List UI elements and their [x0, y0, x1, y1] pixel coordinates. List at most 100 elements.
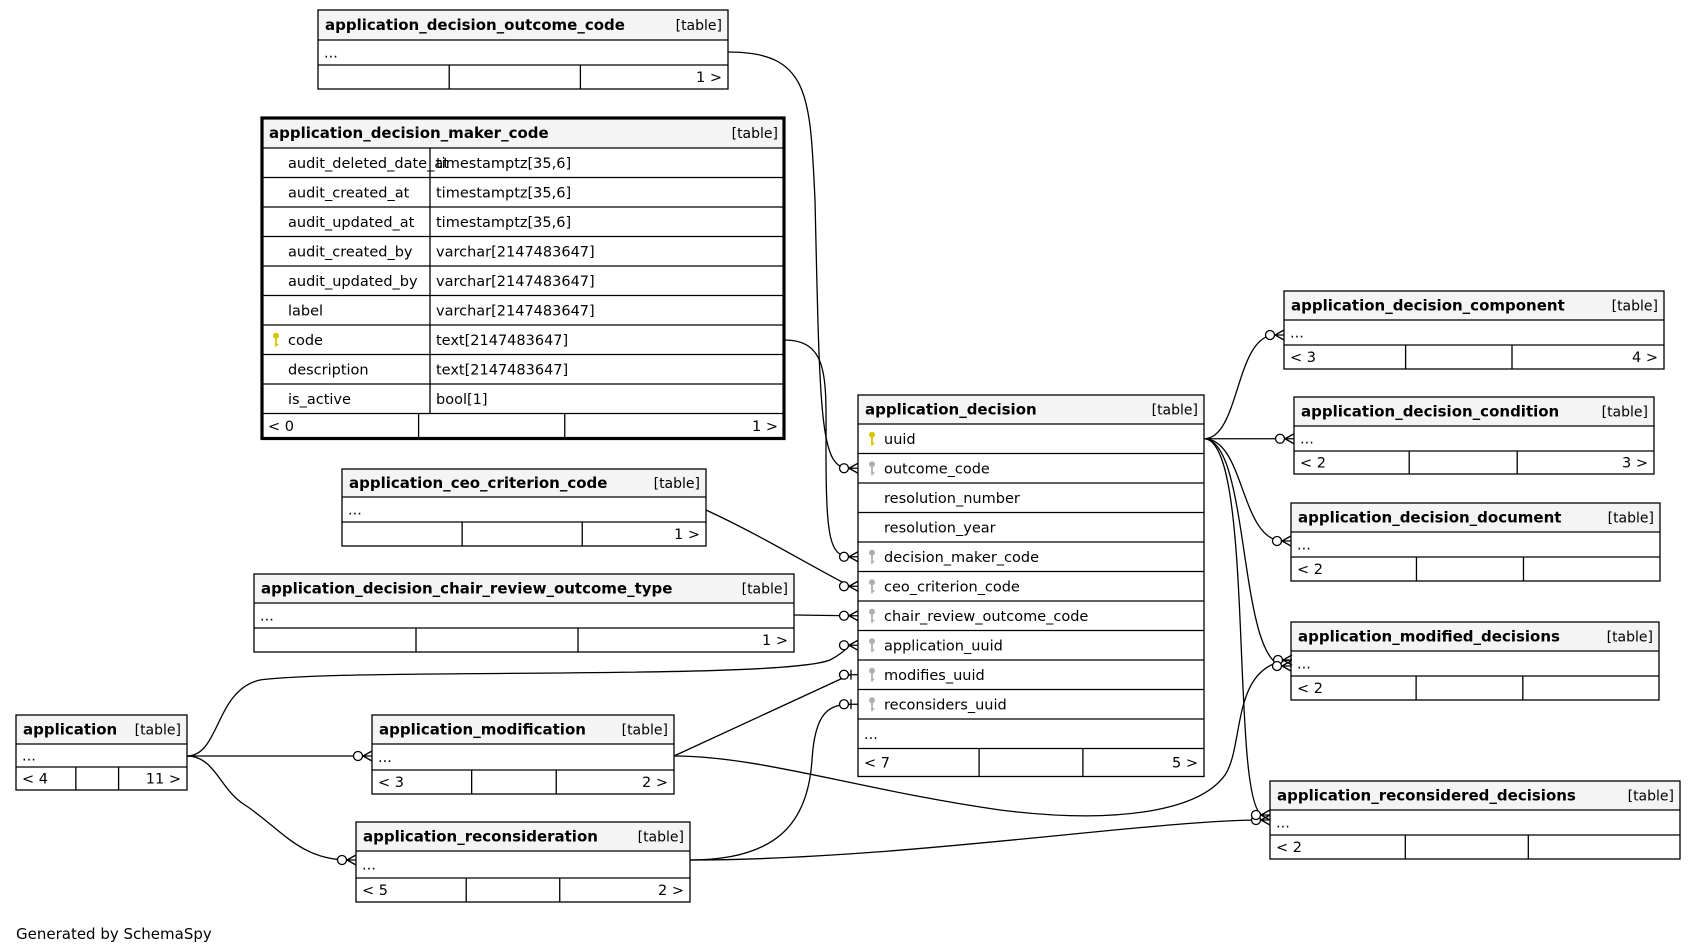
link-reconsiders-uuid [689, 703, 851, 861]
collapsed-columns: ... [1297, 657, 1311, 673]
table-component[interactable]: application_decision_component [table]...… [1283, 290, 1665, 370]
collapsed-columns: ... [324, 46, 338, 62]
link-outcome-code [727, 51, 851, 469]
column-name: resolution_year [884, 520, 996, 536]
link-uuid-reconsidered [1203, 438, 1263, 816]
marker-modifies-uuid [838, 669, 858, 680]
column-application_uuid: application_uuid [869, 638, 1003, 654]
child-count: 1 > [696, 70, 722, 86]
generated-by-note: Generated by SchemaSpy [16, 925, 212, 943]
table-type-tag: [table] [1628, 789, 1674, 805]
table-name: application_reconsidered_decisions [1277, 787, 1576, 805]
child-count: 1 > [762, 633, 788, 649]
column-name: ... [378, 750, 392, 766]
table-header [342, 469, 706, 497]
column-name: uuid [884, 432, 916, 448]
table-header [1284, 291, 1664, 320]
table-modified[interactable]: application_modified_decisions[table]...… [1290, 621, 1660, 701]
marker-app-reconsideration [336, 854, 357, 866]
child-count: 3 > [1622, 456, 1648, 472]
column-name: ... [348, 503, 362, 519]
table-border [371, 714, 675, 795]
column-name: audit_created_at [288, 185, 410, 201]
column-resolution_year: resolution_year [884, 520, 996, 536]
column-name: ... [1276, 816, 1290, 832]
table-ceo[interactable]: application_ceo_criterion_code[table]...… [341, 468, 707, 547]
table-name: application_decision_document [1298, 509, 1561, 527]
table-reconsideration[interactable]: application_reconsideration[table]...< 5… [355, 821, 691, 903]
link-app-reconsideration [186, 755, 349, 861]
marker-application-uuid [838, 639, 859, 651]
marker-uuid-modified [1271, 660, 1292, 672]
marker-uuid-document [1271, 535, 1292, 547]
table-border [1290, 502, 1661, 582]
table-chair[interactable]: application_decision_chair_review_outcom… [253, 573, 795, 653]
tables-layer: application_decision_outcome_code [table]… [15, 9, 1681, 903]
link-modifies-uuid [673, 674, 851, 757]
foreign-key-icon [869, 697, 875, 712]
column-name: code [288, 333, 323, 349]
column-name: ... [1290, 326, 1304, 342]
collapsed-columns: ... [1297, 538, 1311, 554]
parent-count: < 5 [362, 883, 388, 899]
link-reconsideration-reconsidered [689, 819, 1263, 861]
column-name: audit_created_by [288, 244, 413, 260]
link-uuid-modified [1203, 438, 1284, 667]
marker-chair-code [838, 610, 859, 622]
cardinality-markers [336, 329, 1295, 866]
table-header [318, 10, 728, 40]
parent-count: < 2 [1297, 681, 1323, 697]
child-count: 1 > [674, 527, 700, 543]
table-type-tag: [table] [135, 723, 181, 739]
table-decision[interactable]: application_decision[table]uuidoutcome_c… [857, 394, 1205, 778]
table-header [372, 715, 674, 744]
column-name: outcome_code [884, 461, 990, 477]
table-header [858, 395, 1204, 424]
table-name: application_decision_outcome_code [325, 16, 625, 34]
table-document[interactable]: application_decision_document[table]...<… [1290, 502, 1661, 582]
column-name: ... [1300, 432, 1314, 448]
foreign-key-icon [869, 461, 875, 476]
column-name: ... [1297, 657, 1311, 673]
table-outcome_code[interactable]: application_decision_outcome_code[table]… [317, 9, 729, 90]
table-border [1293, 396, 1655, 475]
table-border [253, 573, 795, 653]
collapsed-columns: ... [1276, 816, 1290, 832]
marker-uuid-reconsidered [1250, 809, 1271, 821]
table-border [260, 116, 786, 441]
foreign-key-icon [869, 638, 875, 653]
table-maker_code[interactable]: application_decision_maker_code[table]au… [260, 116, 786, 441]
table-condition[interactable]: application_decision_condition[table]...… [1293, 396, 1655, 475]
table-type-tag: [table] [1612, 299, 1658, 315]
table-name: application_decision_chair_review_outcom… [261, 580, 672, 598]
marker-reconsiders-uuid [838, 699, 858, 710]
column-resolution_number: resolution_number [884, 491, 1020, 507]
column-name: ... [864, 727, 878, 743]
table-reconsidered[interactable]: application_reconsidered_decisions [table… [1269, 780, 1681, 860]
child-count: 5 > [1172, 756, 1198, 772]
table-border [341, 468, 707, 547]
link-application-uuid [186, 644, 851, 757]
parent-count: < 3 [1290, 350, 1316, 366]
column-type: varchar[2147483647] [436, 244, 595, 260]
marker-app-modification [352, 750, 373, 762]
column-decision_maker_code: decision_maker_code [869, 549, 1039, 566]
collapsed-columns: ... [260, 609, 274, 625]
collapsed-columns: ... [1290, 326, 1304, 342]
table-name: application_decision_component [1291, 297, 1565, 315]
table-name: application_modification [379, 721, 586, 739]
foreign-key-icon [869, 549, 875, 564]
child-count: 1 > [752, 419, 778, 435]
primary-key-icon [869, 431, 875, 446]
table-name: application_decision_maker_code [269, 124, 549, 142]
child-count: 2 > [642, 775, 668, 791]
link-ceo-code [705, 509, 851, 587]
